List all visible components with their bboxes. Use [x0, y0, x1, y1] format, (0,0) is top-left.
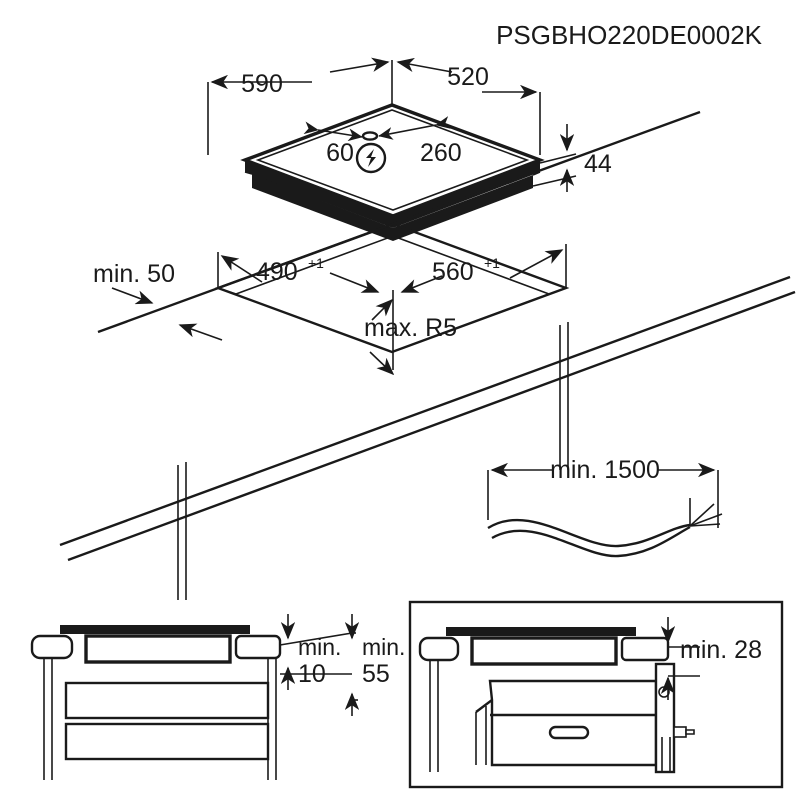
- dim-label-520: 520: [447, 63, 489, 91]
- hob-body-left: [252, 174, 393, 241]
- drawer-section-group: min. 10 min. 55: [30, 614, 405, 780]
- drawer-cabinet-panel-right: [267, 658, 277, 780]
- dim-arrow-520-left: [396, 57, 453, 73]
- oven-worktop-left: [418, 636, 460, 662]
- oven-section-group: min. 28: [408, 600, 784, 789]
- connection-box-marker: [361, 131, 379, 141]
- cabinet-panel-right: [559, 322, 569, 470]
- oven-bolt-head: [685, 729, 695, 735]
- oven-hob-body: [470, 636, 618, 666]
- hob-body-joins: [244, 171, 541, 176]
- cable-wire-3: [689, 513, 723, 527]
- dim-label-min28: min. 28: [680, 636, 762, 664]
- dim-label-min55-value: 55: [362, 660, 390, 688]
- drawer-cabinet-panel-left: [43, 658, 53, 780]
- cable-outline-lower: [491, 525, 691, 558]
- dim-label-490-tolerance: +1: [308, 255, 324, 271]
- hob-body-right: [393, 175, 533, 241]
- oven-bracket-bolt: [673, 726, 687, 738]
- oven-body: [488, 679, 658, 767]
- cabinet-panel-left: [177, 462, 187, 600]
- drawer-front-lower: [64, 722, 270, 761]
- worktop-cutout-rim-joins: [217, 287, 567, 295]
- ext-line-44-top: [539, 153, 577, 164]
- lightning-bolt-icon: [366, 149, 376, 167]
- dim-label-260: 260: [420, 139, 462, 167]
- oven-hob-glass: [446, 627, 636, 636]
- drawer-worktop-left: [30, 634, 74, 660]
- dim-arrow-260: [378, 116, 451, 140]
- mains-cable-group: min. 1500: [487, 456, 723, 558]
- dim-arrow-490-right: [329, 272, 380, 293]
- ext-line-44-bottom: [532, 175, 577, 187]
- cable-wire-4: [689, 523, 721, 527]
- oven-corner-chamfer: [475, 699, 493, 713]
- drawer-worktop-right: [234, 634, 282, 660]
- worktop-cutout-group: min. 50 490 +1 560 +1 max. R5: [59, 110, 796, 600]
- electrical-symbol-group: [355, 142, 387, 174]
- dim-arrow-min50-upper: [111, 287, 154, 305]
- dim-label-min10-prefix: min.: [298, 634, 341, 660]
- oven-handle-slot: [548, 725, 590, 740]
- leader-arrow-r5-corner: [371, 298, 394, 321]
- dim-label-min55-prefix: min.: [362, 634, 405, 660]
- hob-isometric-group: 590 520 60 260 44: [207, 57, 612, 241]
- dim-arrow-60: [303, 121, 363, 142]
- dim-arrow-560-right: [509, 249, 564, 279]
- dim-label-560: 560: [432, 258, 474, 286]
- dim-label-min1500: min. 1500: [550, 456, 660, 484]
- model-code-label: PSGBHO220DE0002K: [496, 20, 763, 50]
- cable-outline-upper: [487, 518, 691, 548]
- dim-arrow-490-left: [220, 255, 263, 283]
- oven-worktop-right: [620, 636, 670, 662]
- oven-left-bracket: [475, 706, 487, 765]
- dim-arrow-min50-lower: [178, 323, 223, 341]
- oven-rear-leg: [661, 737, 671, 772]
- ext-line-min10-top: [279, 632, 353, 646]
- drawer-hob-body: [84, 634, 232, 664]
- drawer-hob-glass: [60, 625, 250, 634]
- dim-label-60: 60: [326, 139, 354, 167]
- hob-front-left-edge: [245, 160, 393, 228]
- dim-arrow-590-right: [329, 57, 390, 73]
- dim-label-560-tolerance: +1: [484, 255, 500, 271]
- dim-label-44: 44: [584, 150, 612, 178]
- dim-arrow-560-left: [400, 275, 443, 293]
- dim-label-490: 490: [256, 258, 298, 286]
- drawer-front-upper: [64, 681, 270, 720]
- worktop-front-edge-bottom: [67, 290, 796, 562]
- dim-label-min10-value: 10: [298, 660, 326, 688]
- worktop-cutout-rim-inner: [235, 235, 552, 353]
- dim-label-min50: min. 50: [93, 260, 175, 288]
- leader-arrow-r5-down: [369, 351, 395, 376]
- dim-label-max-r5: max. R5: [364, 314, 457, 342]
- oven-cabinet-panel-left: [429, 660, 439, 772]
- worktop-front-edge-top: [59, 275, 791, 547]
- worktop-back-edge: [97, 110, 701, 334]
- dim-label-590: 590: [241, 70, 283, 98]
- oven-back-panel: [654, 662, 676, 774]
- cable-wire-2: [689, 503, 715, 527]
